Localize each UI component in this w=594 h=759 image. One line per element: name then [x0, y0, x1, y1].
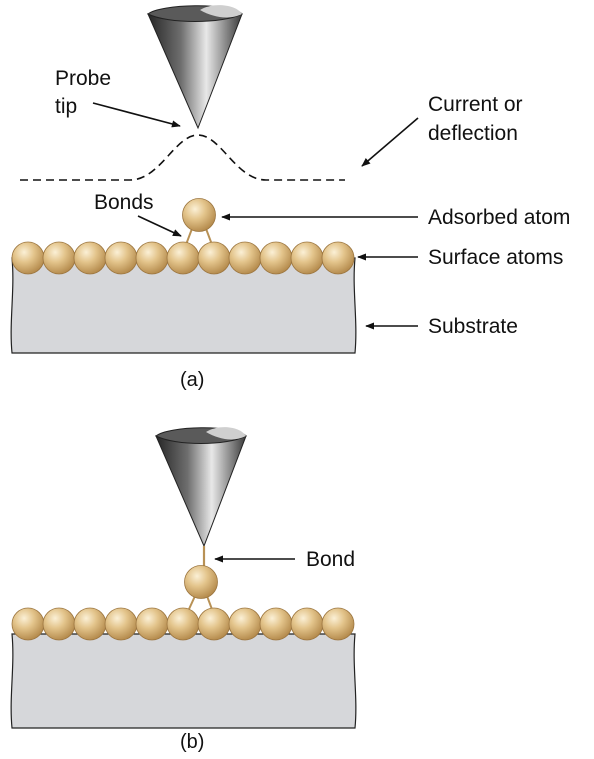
- panel-a-surface-atom: [11, 241, 45, 275]
- panel-a-surface-atom: [290, 241, 324, 275]
- lifted-atom-b: [184, 565, 218, 599]
- panel-a-surface-atom: [104, 241, 138, 275]
- panel-b: Bond (b): [10, 427, 357, 753]
- label-probe-tip-line1: Probe: [55, 67, 111, 90]
- label-substrate: Substrate: [428, 315, 518, 338]
- panel-b-surface-atom: [259, 607, 293, 641]
- label-probe-tip-line2: tip: [55, 95, 77, 118]
- caption-b: (b): [180, 731, 204, 753]
- label-adsorbed-atom: Adsorbed atom: [428, 206, 570, 229]
- substrate-block-b: [10, 633, 357, 729]
- arrow-probe-tip: [92, 102, 181, 128]
- probe-tip-a: [147, 5, 243, 130]
- panel-b-surface-atom: [290, 607, 324, 641]
- panel-b-surface-atom: [135, 607, 169, 641]
- label-current-line2: deflection: [428, 122, 518, 145]
- panel-b-surface-atom: [11, 607, 45, 641]
- panel-a-surface-atom: [135, 241, 169, 275]
- panel-a-surface-atom: [228, 241, 262, 275]
- surface-atoms-row-a: [11, 241, 355, 275]
- panel-a-surface-atom: [197, 241, 231, 275]
- label-surface-atoms: Surface atoms: [428, 246, 563, 269]
- panel-b-surface-atom: [197, 607, 231, 641]
- arrow-bonds: [137, 215, 182, 237]
- label-current-line1: Current or: [428, 93, 523, 116]
- label-bond: Bond: [306, 548, 355, 571]
- panel-b-surface-atom: [321, 607, 355, 641]
- panel-b-surface-atom: [166, 607, 200, 641]
- panel-a-surface-atom: [166, 241, 200, 275]
- panel-b-surface-atom: [228, 607, 262, 641]
- label-bonds: Bonds: [94, 191, 154, 214]
- panel-b-surface-atom: [42, 607, 76, 641]
- arrow-current: [361, 117, 419, 167]
- panel-a-surface-atom: [259, 241, 293, 275]
- panel-b-surface-atom: [73, 607, 107, 641]
- panel-a-surface-atom: [73, 241, 107, 275]
- caption-a: (a): [180, 369, 204, 391]
- panel-b-surface-atom: [104, 607, 138, 641]
- substrate-block-a: [10, 257, 357, 354]
- probe-tip-b: [155, 427, 247, 548]
- surface-atoms-row-b: [11, 607, 355, 641]
- panel-a-surface-atom: [321, 241, 355, 275]
- panel-a: Probe tip Current or deflection Bonds Ad…: [10, 5, 570, 391]
- current-deflection-curve: [20, 134, 345, 181]
- panel-a-surface-atom: [42, 241, 76, 275]
- adsorbed-atom-a: [182, 198, 216, 232]
